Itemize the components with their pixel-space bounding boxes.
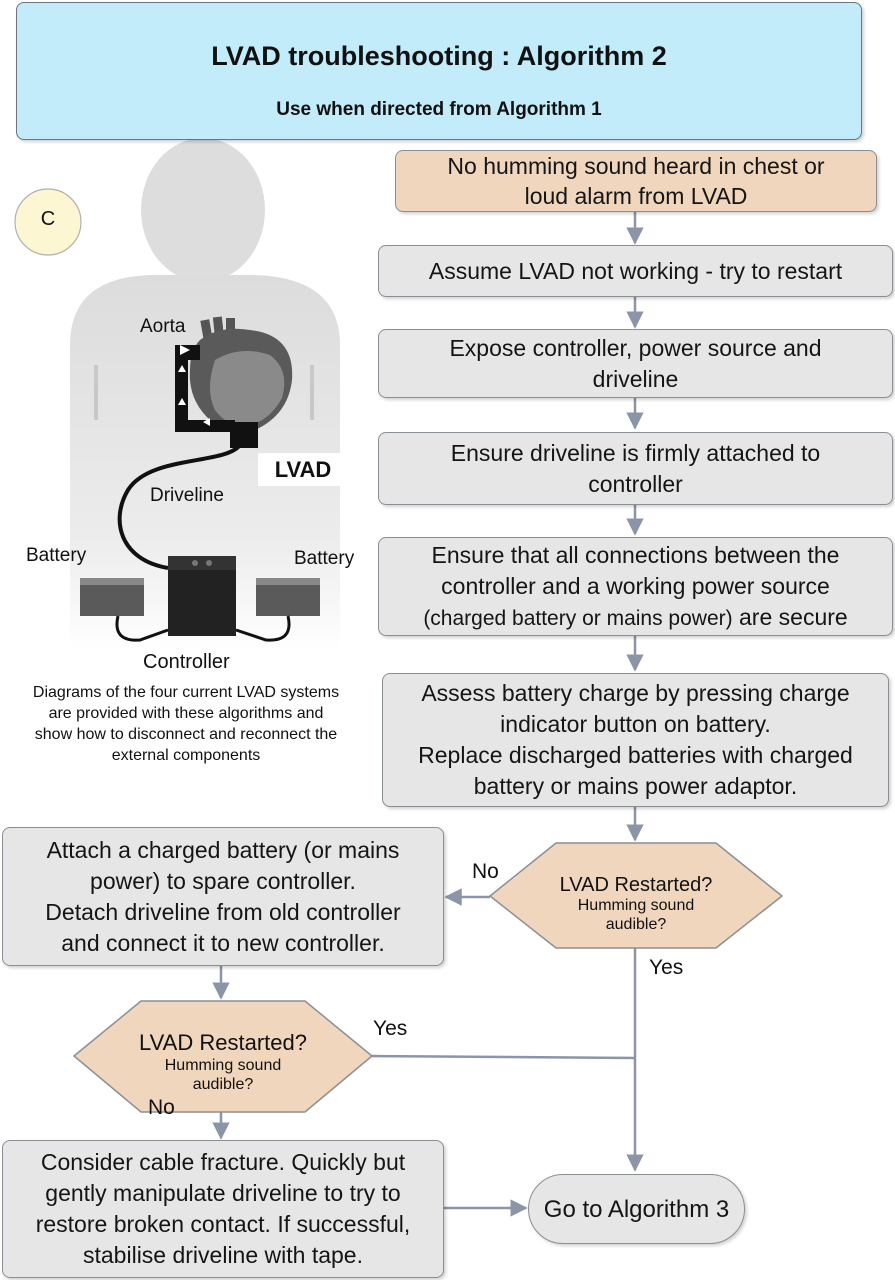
decision-2-sub-1: Humming sound bbox=[164, 1057, 282, 1074]
label-battery-right: Battery bbox=[294, 548, 355, 569]
step-ensure-connections: Ensure that all connections between the … bbox=[378, 537, 893, 636]
edge-label-yes-2: Yes bbox=[373, 1017, 408, 1040]
step-no-humming: No humming sound heard in chest or loud … bbox=[395, 150, 877, 212]
ensure-connections-line-1: Ensure that all connections between the bbox=[431, 541, 840, 568]
label-lvad: LVAD bbox=[258, 453, 348, 486]
decision-1-question: LVAD Restarted? bbox=[559, 874, 713, 896]
decision-diamond-1 bbox=[488, 842, 784, 949]
step-ensure-driveline: Ensure driveline is firmly attached to c… bbox=[378, 432, 893, 505]
edge-label-no-1: No bbox=[472, 860, 499, 883]
illustration-caption: Diagrams of the four current LVAD system… bbox=[32, 684, 340, 764]
decision-2-sub-2: audible? bbox=[192, 1076, 254, 1093]
page-title: LVAD troubleshooting : Algorithm 2 bbox=[211, 41, 667, 71]
ensure-connections-line-2: controller and a working power source bbox=[441, 572, 830, 599]
decision-1-sub-2: audible? bbox=[605, 916, 667, 933]
decision-2-text: LVAD Restarted? Humming sound audible? bbox=[74, 1030, 372, 1094]
edge-label-yes-1: Yes bbox=[649, 956, 684, 979]
label-controller: Controller bbox=[143, 651, 230, 673]
decision-1-text: LVAD Restarted? Humming sound audible? bbox=[490, 874, 782, 934]
driveline-cable bbox=[117, 443, 242, 570]
ensure-connections-tail: are secure bbox=[732, 603, 848, 630]
ensure-connections-paren: (charged battery or mains power) bbox=[423, 606, 733, 630]
label-driveline: Driveline bbox=[150, 485, 224, 506]
step-attach-spare-controller: Attach a charged battery (or mains power… bbox=[2, 827, 444, 966]
flow-arrows bbox=[212, 212, 644, 1217]
badge-circle bbox=[14, 188, 82, 256]
lvad-pump bbox=[230, 422, 258, 448]
decision-2-question: LVAD Restarted? bbox=[139, 1030, 307, 1055]
battery-cable-right bbox=[235, 615, 291, 642]
step-go-to-algorithm-3: Go to Algorithm 3 bbox=[528, 1174, 745, 1244]
step-try-restart: Assume LVAD not working - try to restart bbox=[378, 245, 893, 297]
badge-letter: C bbox=[40, 208, 56, 230]
label-aorta: Aorta bbox=[140, 316, 186, 337]
decision-1-sub-1: Humming sound bbox=[577, 897, 695, 914]
page-subtitle: Use when directed from Algorithm 1 bbox=[276, 99, 602, 120]
edge-label-no-2: No bbox=[148, 1096, 175, 1119]
step-expose-controller: Expose controller, power source and driv… bbox=[378, 329, 893, 398]
label-battery-left: Battery bbox=[26, 545, 87, 566]
step-cable-fracture: Consider cable fracture. Quickly but gen… bbox=[2, 1140, 444, 1278]
battery-cable-left bbox=[115, 615, 169, 642]
header-panel: LVAD troubleshooting : Algorithm 2 Use w… bbox=[16, 2, 862, 140]
step-assess-battery: Assess battery charge by pressing charge… bbox=[382, 673, 889, 807]
ensure-connections-line-3: (charged battery or mains power) are sec… bbox=[423, 602, 847, 634]
heart-icon bbox=[189, 316, 293, 433]
decision-diamond-2 bbox=[72, 1000, 374, 1113]
outflow-graft bbox=[175, 345, 235, 432]
